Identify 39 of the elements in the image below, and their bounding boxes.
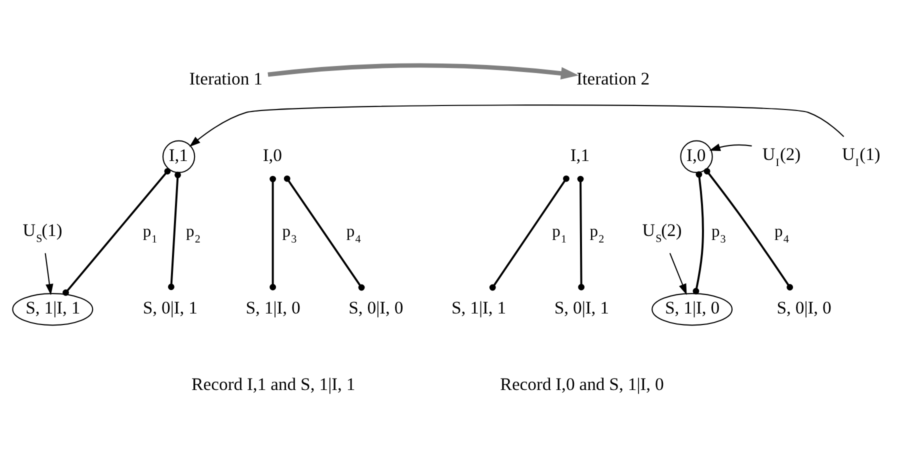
label: Record I,0 and S, 1|I, 0 [500, 374, 664, 394]
node-ellipse: S, 1|I, 0 [652, 292, 733, 326]
node-text: S, 0|I, 0 [776, 298, 832, 318]
node-text: S, 0|I, 0 [348, 298, 404, 318]
node-text: S, 1|I, 1 [451, 298, 506, 318]
connector [489, 175, 570, 291]
edge-label: p$_{1}$ [142, 221, 158, 246]
node-ellipse: S, 1|I, 1 [12, 292, 94, 326]
node-text: U$_{S}$(2) [642, 220, 682, 246]
arrow [44, 253, 54, 296]
node-text: S, 0|I, 1 [142, 298, 198, 318]
node-text: S, 1|I, 0 [246, 298, 300, 318]
arrow [709, 144, 752, 152]
label: Record I,1 and S, 1|I, 1 [192, 374, 356, 394]
connector [704, 168, 794, 290]
edge-label: p$_{4}$ [774, 221, 789, 246]
connector [168, 172, 181, 290]
node-text: I,1 [570, 144, 590, 165]
node-text: I,0 [262, 144, 282, 165]
connector [284, 175, 365, 291]
arrow [268, 63, 579, 80]
node-text: Iteration 2 [576, 68, 650, 89]
edge-label: p$_{2}$ [186, 221, 200, 246]
node-text: S, 0|I, 1 [554, 298, 610, 318]
connector [692, 171, 704, 294]
node-text: U$_{I}$(2) [762, 144, 801, 169]
connector [270, 176, 276, 290]
node-text: U$_{S}$(1) [22, 220, 62, 246]
connector [62, 168, 171, 296]
arrow [189, 104, 844, 147]
connector [577, 176, 585, 290]
arrow [669, 252, 687, 295]
node-text: Iteration 1 [189, 68, 262, 89]
edge-label: p$_{4}$ [346, 221, 361, 246]
edge-label: p$_{3}$ [711, 221, 726, 246]
edge-label: p$_{1}$ [552, 221, 567, 246]
edge-label: p$_{2}$ [590, 221, 604, 246]
node-text: U$_{I}$(1) [842, 144, 880, 169]
edge-label: p$_{3}$ [282, 221, 297, 246]
